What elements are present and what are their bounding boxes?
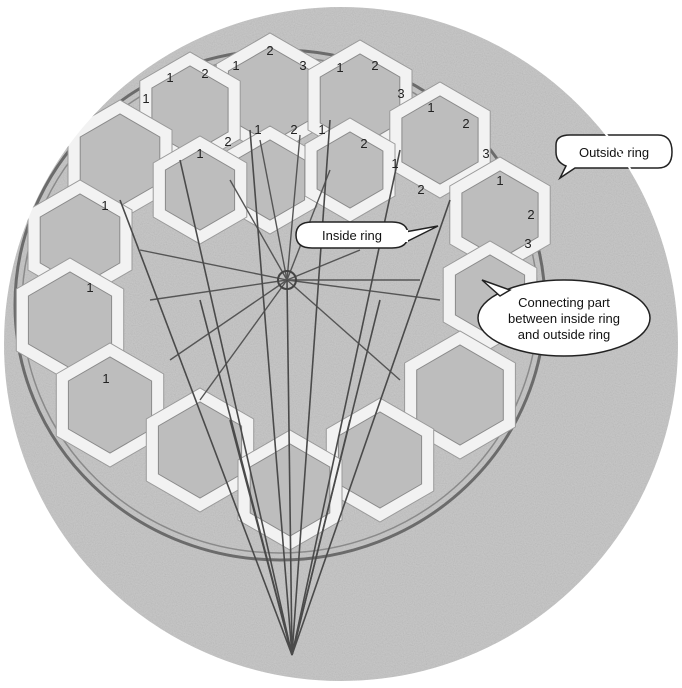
panel-number: 1 — [196, 146, 203, 161]
panel-number: 2 — [266, 43, 273, 58]
panel-number: 1 — [427, 100, 434, 115]
panel-number: 1 — [496, 173, 503, 188]
panel-number: 1 — [318, 122, 325, 137]
panel-number: 1 — [101, 198, 108, 213]
panel-number: 1 — [391, 156, 398, 171]
panel-number: 2 — [290, 122, 297, 137]
callout-connecting-line1: Connecting part — [518, 295, 610, 310]
panel-number: 1 — [102, 371, 109, 386]
callout-inside-ring-text: Inside ring — [322, 228, 382, 243]
panel-number: 3 — [397, 86, 404, 101]
panel-number: 1 — [166, 70, 173, 85]
callout-outside-ring-text: Outside ring — [579, 145, 649, 160]
panel-number: 2 — [417, 182, 424, 197]
panel-number: 2 — [201, 66, 208, 81]
panel-number: 1 — [86, 280, 93, 295]
panel-number: 2 — [462, 116, 469, 131]
panel-number: 2 — [371, 58, 378, 73]
panel-number: 1 — [254, 122, 261, 137]
panel-number: 3 — [299, 58, 306, 73]
callout-connecting-line2: between inside ring — [508, 311, 620, 326]
panel-number: 1 — [232, 58, 239, 73]
panel-number: 1 — [142, 91, 149, 106]
panel-number: 3 — [482, 146, 489, 161]
panel-number: 2 — [224, 134, 231, 149]
panel-number: 3 — [524, 236, 531, 251]
callout-connecting-line3: and outside ring — [518, 327, 611, 342]
panel-number: 2 — [527, 207, 534, 222]
callout-connecting-part: Connecting part between inside ring and … — [478, 280, 650, 356]
panel-number: 2 — [360, 136, 367, 151]
panel-number: 1 — [336, 60, 343, 75]
